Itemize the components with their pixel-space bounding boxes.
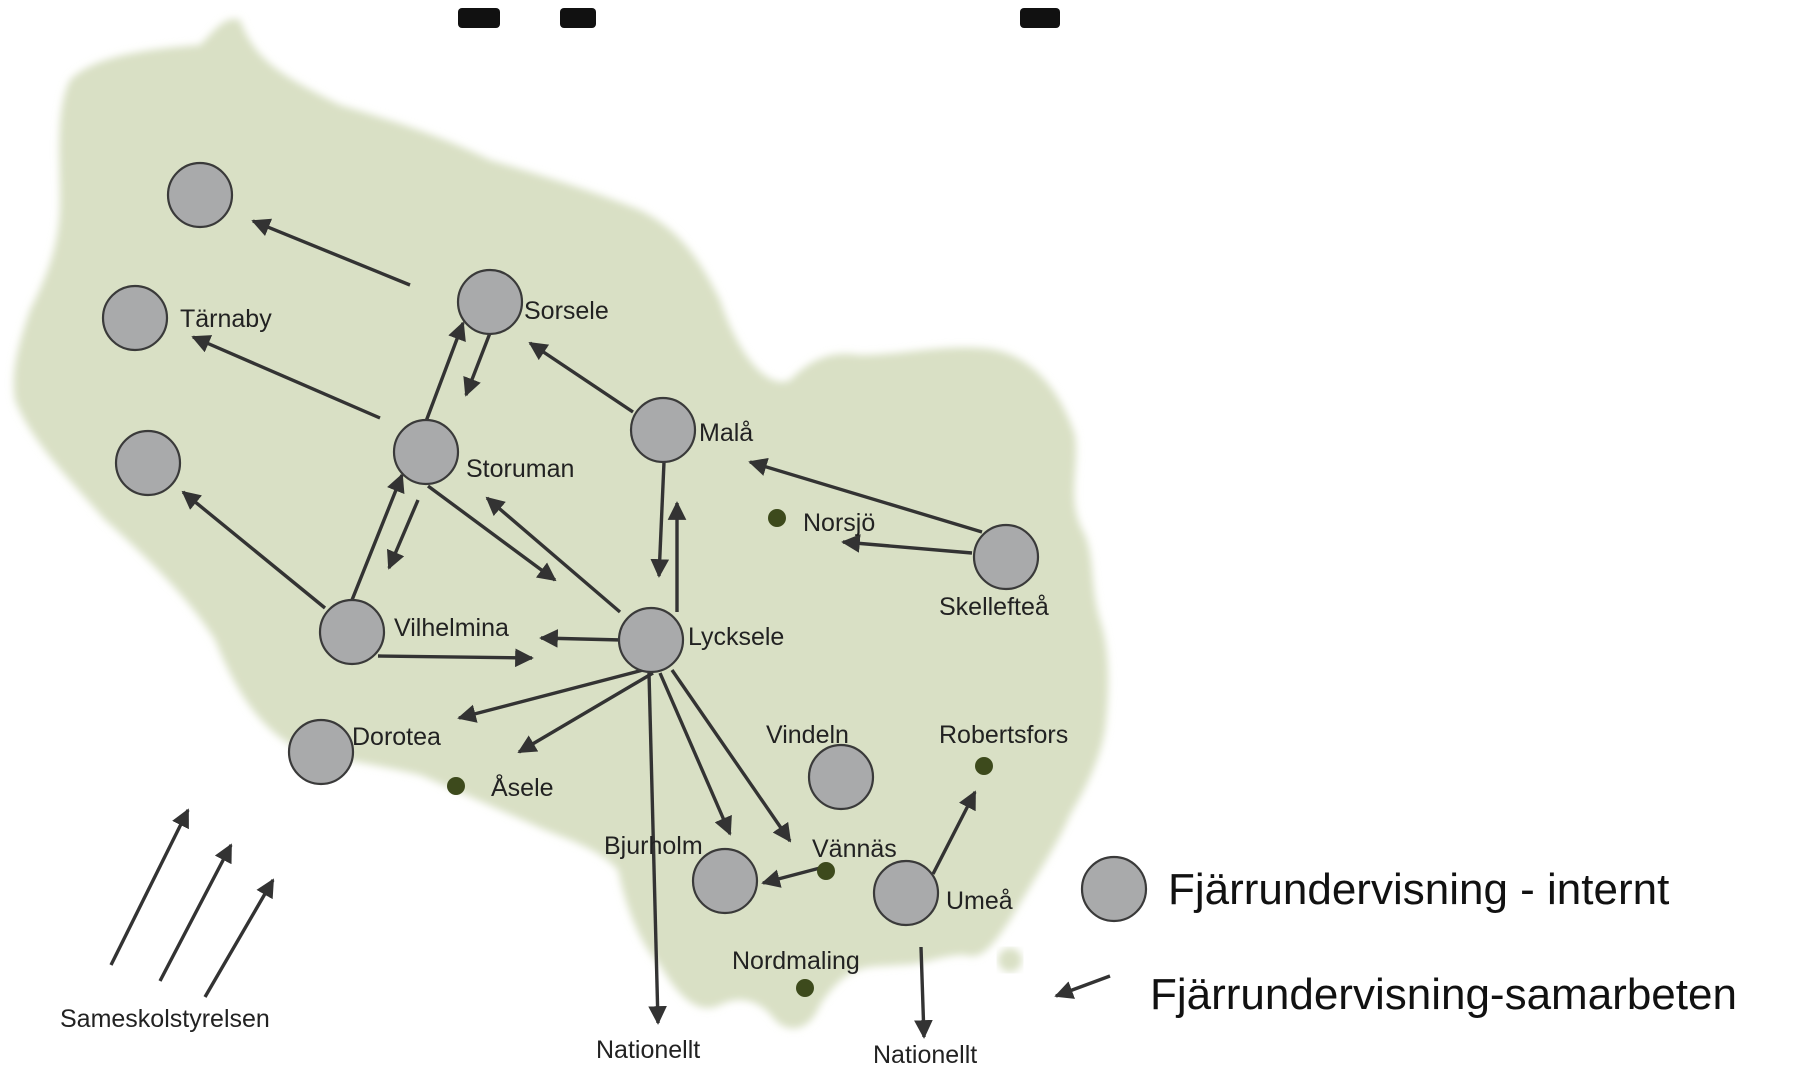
arrow-sameskolstyrelsen-1 bbox=[109, 808, 190, 966]
arrow-vilhelmina-south-hub bbox=[181, 490, 327, 610]
arrow-vannas-bjurholm bbox=[761, 866, 821, 888]
dot-vannas bbox=[817, 862, 835, 880]
arrow-lycksele-nationellt bbox=[647, 672, 667, 1025]
arrow-lycksele-bjurholm bbox=[658, 672, 732, 836]
legend: Fjärrundervisning - internt Fjärrundervi… bbox=[1150, 865, 1737, 1019]
hub-mala bbox=[629, 396, 697, 464]
label-dorotea: Dorotea bbox=[352, 723, 441, 751]
hub-storuman bbox=[392, 418, 460, 486]
arrow-lycksele-vannas bbox=[670, 669, 792, 843]
legend-arrow-icon bbox=[1054, 974, 1111, 999]
hub-vindeln bbox=[807, 743, 875, 811]
arrow-sameskolstyrelsen-2 bbox=[158, 843, 233, 982]
label-sameskolstyrelsen: Sameskolstyrelsen bbox=[60, 1005, 270, 1033]
dot-norsjo bbox=[768, 509, 786, 527]
arrow-sorsele-storuman bbox=[463, 332, 492, 397]
label-vilhelmina: Vilhelmina bbox=[394, 614, 509, 642]
arrow-storuman-tarnaby bbox=[191, 335, 381, 420]
place-labels: Tärnaby Sorsele Storuman Malå Norsjö Ske… bbox=[60, 297, 1068, 1065]
hub-sorsele bbox=[456, 268, 524, 336]
island bbox=[998, 948, 1022, 972]
label-nationellt-1: Nationellt bbox=[596, 1036, 700, 1064]
hub-south bbox=[114, 429, 182, 497]
hub-tarnaby bbox=[101, 284, 169, 352]
arrow-lycksele-vilhelmina bbox=[539, 629, 623, 648]
hub-skelleftea bbox=[972, 523, 1040, 591]
collaboration-arrows bbox=[109, 218, 1111, 1039]
label-lycksele: Lycksele bbox=[688, 623, 784, 651]
arrow-skelleftea-norsjo bbox=[841, 534, 973, 555]
arrow-umea-nationellt bbox=[914, 946, 933, 1039]
arrow-storuman-lycksele bbox=[426, 484, 557, 582]
arrow-umea-robertsfors bbox=[931, 790, 977, 875]
arrow-storuman-sorsele bbox=[423, 321, 466, 425]
arrow-lycksele-storuman bbox=[485, 496, 622, 614]
legend-collaboration-label: Fjärrundervisning-samarbeten bbox=[1150, 970, 1737, 1019]
hub-dorotea bbox=[287, 718, 355, 786]
school-dots bbox=[447, 509, 993, 997]
arrow-lycksele-asele bbox=[517, 671, 654, 754]
arrow-mala-lycksele bbox=[650, 461, 670, 578]
label-skelleftea: Skellefteå bbox=[939, 593, 1049, 621]
dot-nordmaling bbox=[796, 979, 814, 997]
arrow-vilhelmina-storuman bbox=[350, 473, 405, 601]
legend-hub-icon bbox=[1080, 855, 1148, 923]
label-sorsele: Sorsele bbox=[524, 297, 609, 325]
arrow-storuman-vilhelmina bbox=[387, 499, 420, 570]
hubs bbox=[101, 161, 1148, 927]
cropped-title bbox=[458, 8, 1060, 28]
label-robertsfors: Robertsfors bbox=[939, 721, 1068, 749]
hub-bjurholm bbox=[691, 847, 759, 915]
hub-north bbox=[166, 161, 234, 229]
arrow-skelleftea-mala bbox=[748, 457, 983, 534]
label-umea: Umeå bbox=[946, 887, 1013, 915]
hub-umea bbox=[872, 859, 940, 927]
label-asele: Åsele bbox=[491, 772, 554, 802]
label-bjurholm: Bjurholm bbox=[604, 832, 703, 860]
dot-robertsfors bbox=[975, 757, 993, 775]
arrow-sameskolstyrelsen-3 bbox=[203, 878, 275, 998]
label-norsjo: Norsjö bbox=[803, 509, 875, 537]
legend-internal-label: Fjärrundervisning - internt bbox=[1168, 865, 1669, 914]
hub-vilhelmina bbox=[318, 598, 386, 666]
arrow-mala-sorsele bbox=[528, 341, 634, 414]
arrow-to-north-hub bbox=[251, 218, 411, 287]
label-vannas: Vännäs bbox=[812, 835, 897, 863]
arrow-lycksele-dorotea bbox=[457, 668, 644, 723]
arrow-vilhelmina-lycksele bbox=[377, 648, 534, 668]
label-storuman: Storuman bbox=[466, 455, 574, 483]
hub-lycksele bbox=[617, 606, 685, 674]
label-tarnaby: Tärnaby bbox=[180, 305, 272, 333]
dot-asele bbox=[447, 777, 465, 795]
label-nationellt-2: Nationellt bbox=[873, 1041, 977, 1065]
label-vindeln: Vindeln bbox=[766, 721, 849, 749]
label-nordmaling: Nordmaling bbox=[732, 947, 860, 975]
label-mala: Malå bbox=[699, 419, 753, 447]
